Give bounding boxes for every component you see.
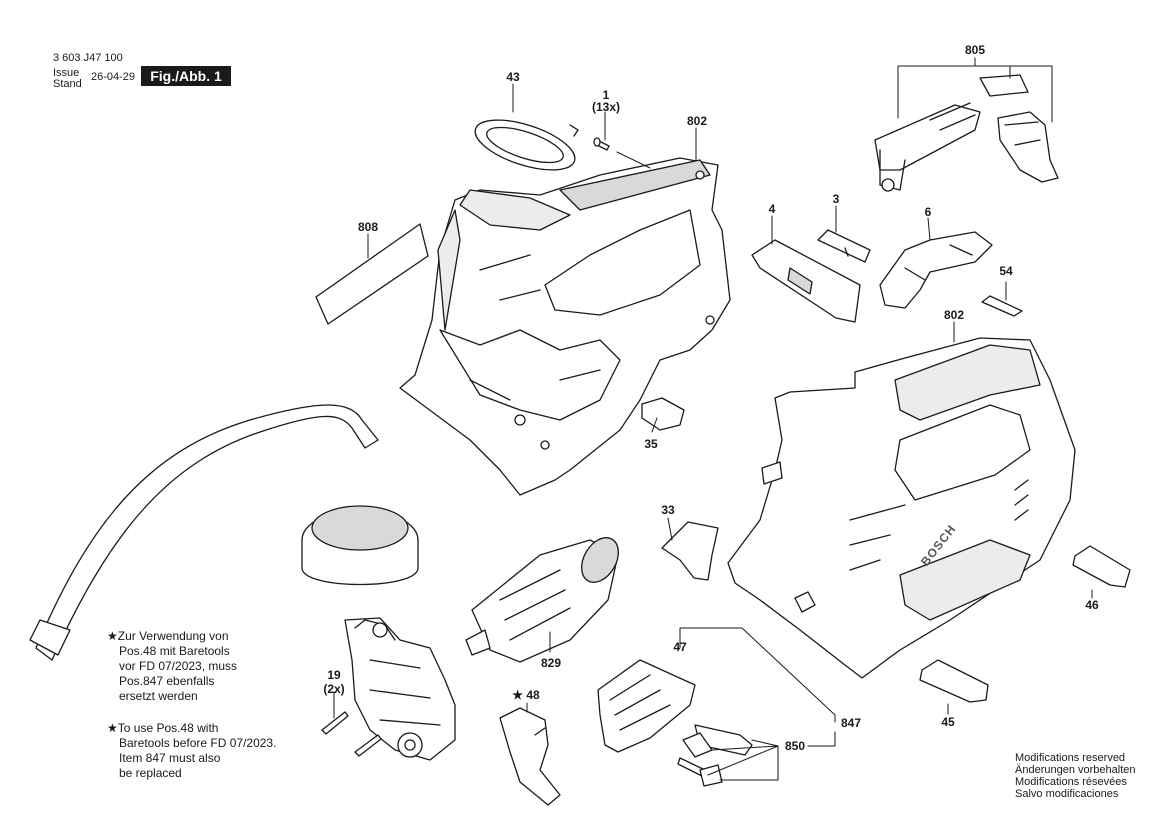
label-part-19: 19 (327, 668, 341, 682)
label-part-808: 808 (357, 220, 379, 234)
part-19-screws (321, 711, 382, 757)
note-en: ★To use Pos.48 with Baretools before FD … (107, 721, 276, 781)
part-808-label-plate (315, 223, 429, 325)
label-part-4: 4 (768, 202, 776, 216)
part-802-housing-left (399, 157, 731, 496)
label-part-33: 33 (661, 503, 675, 517)
part-35-cap (641, 397, 685, 431)
note-en-line: be replaced (119, 766, 182, 780)
part-829-motor (465, 537, 619, 663)
modifications-notice: Modifications reserved Änderungen vorbeh… (1015, 752, 1135, 800)
modifications-line: Änderungen vorbehalten (1015, 764, 1136, 776)
note-de-line: ersetzt werden (119, 689, 198, 703)
issue-label: Issue (53, 67, 80, 79)
part-1-screw (593, 137, 610, 151)
modifications-line: Modifications reserved (1015, 752, 1126, 764)
label-part-19-qty: (2x) (323, 682, 345, 696)
part-850-nozzles (677, 724, 753, 787)
label-part-829: 829 (540, 656, 562, 670)
part-46-clip (1072, 545, 1131, 588)
label-part-1-qty: (13x) (591, 100, 620, 114)
stand-label: Stand (53, 78, 82, 90)
label-part-847: 847 (840, 716, 862, 730)
label-part-45: 45 (941, 715, 955, 729)
part-48-adapter (499, 707, 561, 806)
note-de-line: ★Zur Verwendung von (107, 629, 229, 643)
part-dust-hose (29, 404, 379, 661)
part-802-housing-right (727, 337, 1076, 679)
part-54-clip (981, 295, 1023, 317)
part-6-lever (879, 231, 993, 309)
label-part-3: 3 (832, 192, 840, 206)
note-de-line: Pos.847 ebenfalls (119, 674, 215, 688)
note-en-line: Item 847 must also (119, 751, 221, 765)
label-part-6: 6 (924, 205, 932, 219)
label-part-48: ★ 48 (512, 688, 540, 702)
note-de-line: vor FD 07/2023, muss (119, 659, 238, 673)
part-43-seal-ring (474, 119, 579, 171)
label-part-43: 43 (506, 70, 520, 84)
label-part-54: 54 (999, 264, 1013, 278)
note-de: ★Zur Verwendung von Pos.48 mit Baretools… (107, 629, 237, 704)
label-part-802-right: 802 (943, 308, 965, 322)
label-part-850: 850 (784, 739, 806, 753)
figure-badge: Fig./Abb. 1 (141, 66, 231, 86)
part-45-clip (919, 659, 989, 703)
part-number: 3 603 J47 100 (53, 52, 123, 64)
label-part-35: 35 (644, 437, 658, 451)
part-4-rail (751, 239, 861, 323)
label-part-1: 1 (602, 88, 610, 102)
part-33-guide (661, 521, 719, 581)
part-extraction-unit (301, 505, 456, 761)
part-805-switch (874, 74, 1059, 192)
note-en-line: ★To use Pos.48 with (107, 721, 219, 735)
label-part-46: 46 (1085, 598, 1099, 612)
part-47-carrier (597, 659, 696, 753)
note-de-line: Pos.48 mit Baretools (119, 644, 230, 658)
label-part-47: 47 (673, 640, 687, 654)
issue-date: 26-04-29 (91, 71, 136, 83)
note-en-line: Baretools before FD 07/2023. (119, 736, 277, 750)
part-3-slider (817, 229, 871, 263)
label-part-802: 802 (686, 114, 708, 128)
leader-lines (333, 57, 1093, 781)
modifications-line: Salvo modificaciones (1015, 788, 1119, 800)
label-part-805: 805 (964, 43, 986, 57)
modifications-line: Modifications résevées (1015, 776, 1127, 788)
